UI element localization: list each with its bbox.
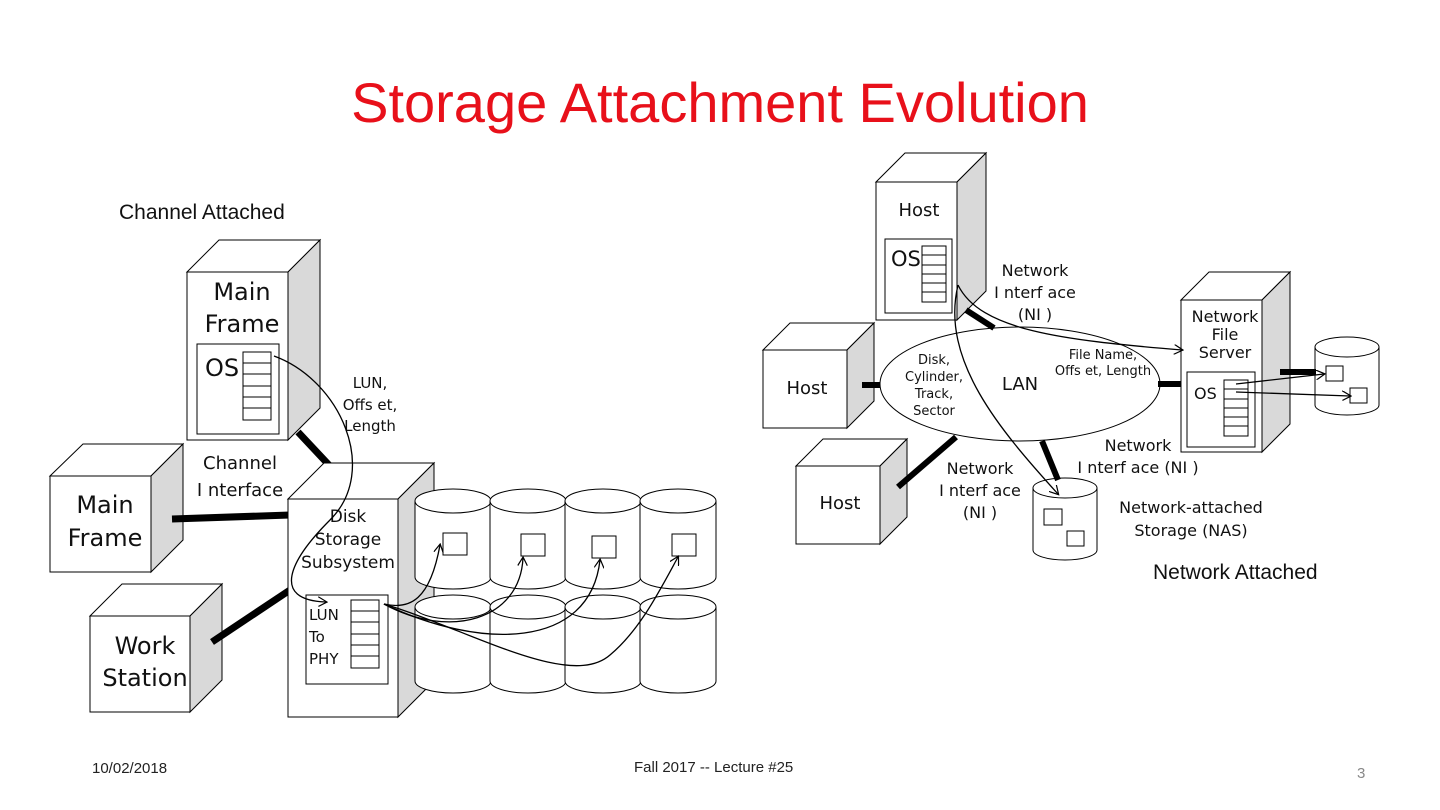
file-params-label-1: File Name, [1069,348,1137,363]
lun-phy-label-3: PHY [309,650,339,668]
file-server-os-label: OS [1194,384,1217,403]
host-left-label: Host [787,378,828,399]
mainframe-top-label-1: Main [213,278,270,306]
mainframe-os-label: OS [205,354,239,382]
footer-date: 10/02/2018 [92,760,168,777]
file-server-label-2: File [1212,325,1239,344]
mainframe-top-label-2: Frame [205,310,280,338]
network-file-server: Network File Server OS [1179,270,1292,454]
host-top: Host OS [874,151,988,322]
channel-link-workstation [210,587,292,645]
ni-left-label-2: I nterf ace [939,481,1021,500]
workstation-label-1: Work [115,632,176,660]
host-top-label: Host [899,200,940,221]
lun-table-icon [350,599,380,669]
lun-phy-label-1: LUN [309,606,339,624]
file-server-label-3: Server [1199,343,1252,362]
host-left: Host [761,321,876,430]
channel-link-left [171,511,291,523]
host-bottom: Host [794,437,909,546]
workstation-label-2: Station [102,664,187,692]
channel-interface-label-1: Channel [203,453,277,474]
host-top-os-label: OS [891,247,921,271]
disk-params-label-2: Cylinder, [905,370,963,385]
disk-storage-subsystem: Disk Storage Subsystem LUN To PHY [286,461,436,719]
disk-cylinder [639,594,717,694]
channel-attached-label: Channel Attached [119,201,285,224]
mainframe-left-label-1: Main [76,491,133,519]
mainframe-left-label-2: Frame [68,524,143,552]
channel-interface-label-2: I nterface [197,480,283,501]
disk-cylinder [564,594,642,694]
disk-params-label-3: Track, [914,387,953,402]
disk-cylinder [639,488,717,590]
disk-subsystem-label-2: Storage [315,530,382,550]
mainframe-top: Main Frame OS [185,238,322,442]
network-arrows [954,284,1350,494]
file-server-label-1: Network [1192,307,1260,326]
file-params-label-2: Offs et, Length [1055,364,1151,379]
disk-subsystem-label-1: Disk [330,507,367,527]
lun-offset-label-1: LUN, [353,374,388,392]
lun-offset-label-2: Offs et, [343,396,398,414]
ni-top-label-2: I nterf ace [994,283,1076,302]
disk-cylinder [489,594,567,694]
lan-label: LAN [1002,374,1038,395]
footer-course: Fall 2017 -- Lecture #25 [634,759,794,776]
disk-cylinder [414,594,492,694]
channel-arrows [273,355,678,667]
workstation: Work Station [88,582,224,714]
mainframe-left: Main Frame [48,442,185,574]
disk-params-label-1: Disk, [918,353,950,368]
disk-cylinder [564,488,642,590]
file-server-disk [1314,336,1380,416]
nas-label-1: Network-attached [1119,498,1263,517]
host-os-table-icon [921,245,947,303]
ni-left-label-3: (NI ) [963,503,997,522]
network-attached-label: Network Attached [1153,561,1318,584]
nas-label-2: Storage (NAS) [1134,521,1247,540]
ni-right-label-1: Network [1105,436,1173,455]
disk-params-label-4: Sector [913,404,955,419]
lun-offset-label-3: Length [344,417,396,435]
os-table-icon [242,351,272,421]
nas-disk [1032,477,1098,561]
ni-right-label-2: I nterf ace (NI ) [1077,458,1198,477]
ni-top-label-1: Network [1002,261,1070,280]
disk-array [414,488,717,694]
ni-left-label-1: Network [947,459,1015,478]
network-links [862,307,1316,490]
host-bottom-label: Host [820,493,861,514]
server-os-table-icon [1223,379,1249,437]
disk-cylinder [489,488,567,590]
ni-top-label-3: (NI ) [1018,305,1052,324]
page-number: 3 [1357,765,1366,782]
disk-subsystem-label-3: Subsystem [301,553,395,573]
lun-phy-label-2: To [308,628,325,646]
slide-title: Storage Attachment Evolution [351,71,1089,134]
disk-cylinder [414,488,492,590]
